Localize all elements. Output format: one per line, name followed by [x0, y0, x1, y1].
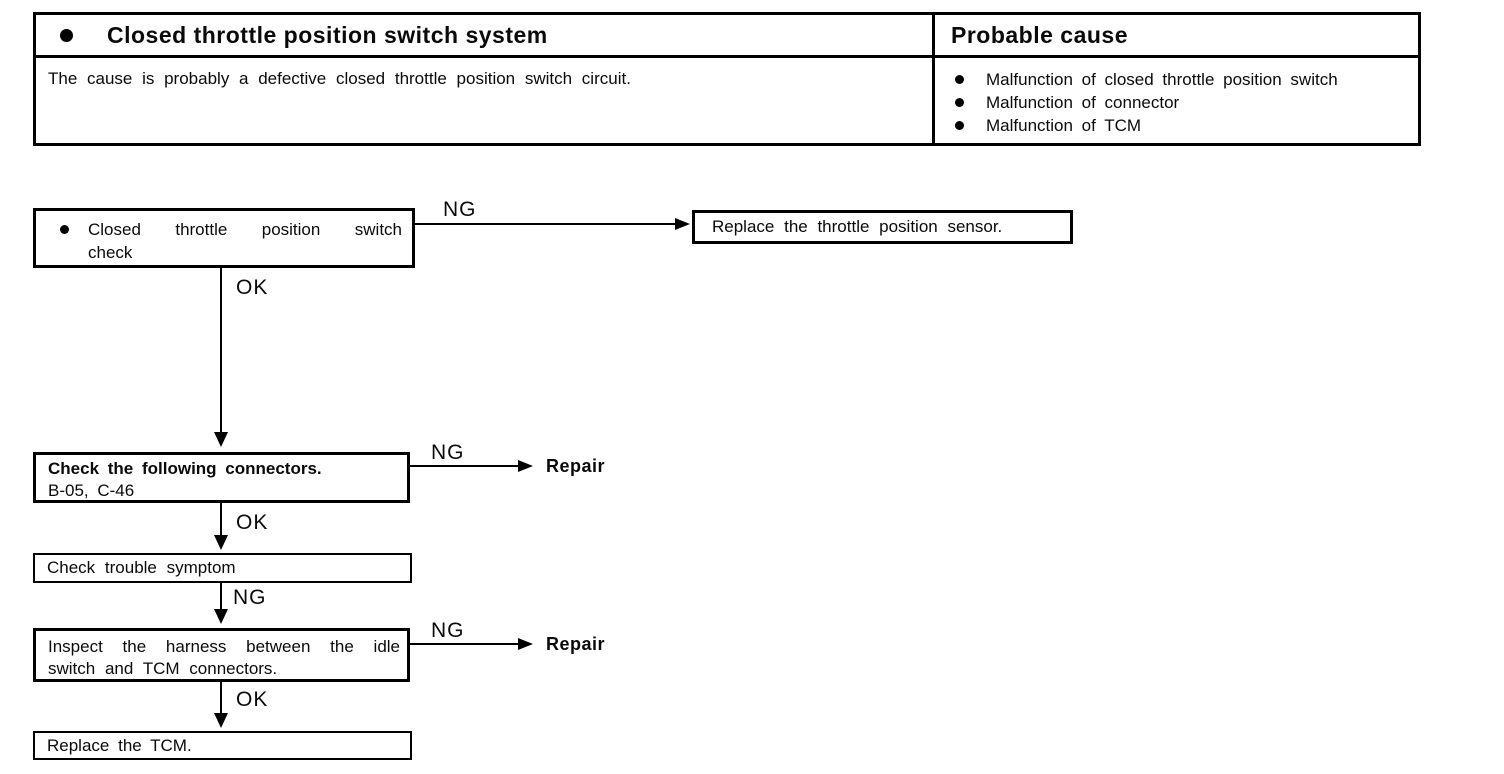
arrow-right-icon	[518, 460, 533, 472]
probable-cause-header-cell: Probable cause	[935, 15, 1418, 55]
flow-replace-sensor-text: Replace the throttle position sensor.	[712, 217, 1003, 236]
probable-cause-header: Probable cause	[951, 21, 1129, 48]
flow-step3-text: Check trouble symptom	[47, 558, 236, 577]
ng-label: NG	[233, 586, 267, 609]
flow-step4-box: Inspect the harness between the idle swi…	[33, 628, 410, 682]
flow-step1-box: Closed throttle position switch check	[33, 208, 415, 268]
connector-line	[415, 223, 677, 225]
list-item: Malfunction of TCM	[953, 114, 1410, 137]
flow-replace-sensor-box: Replace the throttle position sensor.	[692, 210, 1073, 244]
summary-table-header-row: Closed throttle position switch system P…	[36, 15, 1418, 58]
system-title-cell: Closed throttle position switch system	[36, 15, 935, 55]
flow-step2-line2: B-05, C-46	[48, 481, 135, 500]
flow-step3-box: Check trouble symptom	[33, 553, 412, 583]
connector-line	[220, 682, 222, 714]
flow-step4-text: Inspect the harness between the idle swi…	[48, 637, 400, 678]
bullet-icon	[955, 121, 964, 130]
ok-label: OK	[236, 276, 269, 299]
ng-label: NG	[431, 619, 465, 642]
cause-description: The cause is probably a defective closed…	[48, 69, 631, 88]
arrow-right-icon	[675, 218, 690, 230]
bullet-icon	[60, 225, 69, 234]
connector-line	[410, 465, 520, 467]
connector-line	[220, 503, 222, 537]
list-item: Malfunction of closed throttle position …	[953, 68, 1410, 91]
arrow-down-icon	[214, 609, 228, 624]
ok-label: OK	[236, 688, 269, 711]
arrow-right-icon	[518, 638, 533, 650]
bullet-icon	[955, 98, 964, 107]
flow-step1-text: Closed throttle position switch check	[88, 220, 402, 262]
system-title: Closed throttle position switch system	[107, 21, 548, 48]
flow-step2-line1: Check the following connectors.	[48, 459, 322, 478]
flow-step2-box: Check the following connectors. B-05, C-…	[33, 452, 410, 503]
ng-label: NG	[431, 441, 465, 464]
connector-line	[220, 268, 222, 434]
cause-text: Malfunction of connector	[986, 93, 1180, 112]
summary-table-body-row: The cause is probably a defective closed…	[36, 58, 1418, 143]
bullet-icon	[60, 28, 73, 42]
cause-text: Malfunction of TCM	[986, 116, 1142, 135]
repair-label: Repair	[546, 456, 606, 476]
repair-label: Repair	[546, 634, 606, 654]
arrow-down-icon	[214, 432, 228, 447]
ng-label: NG	[443, 198, 477, 221]
summary-table: Closed throttle position switch system P…	[33, 12, 1421, 146]
cause-text: Malfunction of closed throttle position …	[986, 70, 1338, 89]
cause-description-cell: The cause is probably a defective closed…	[36, 58, 935, 143]
flow-step5-box: Replace the TCM.	[33, 731, 412, 760]
connector-line	[220, 583, 222, 611]
connector-line	[410, 643, 520, 645]
probable-cause-list: Malfunction of closed throttle position …	[935, 58, 1418, 143]
list-item: Malfunction of connector	[953, 91, 1410, 114]
arrow-down-icon	[214, 713, 228, 728]
flow-step5-text: Replace the TCM.	[47, 735, 192, 755]
arrow-down-icon	[214, 535, 228, 550]
ok-label: OK	[236, 511, 269, 534]
bullet-icon	[955, 75, 964, 84]
